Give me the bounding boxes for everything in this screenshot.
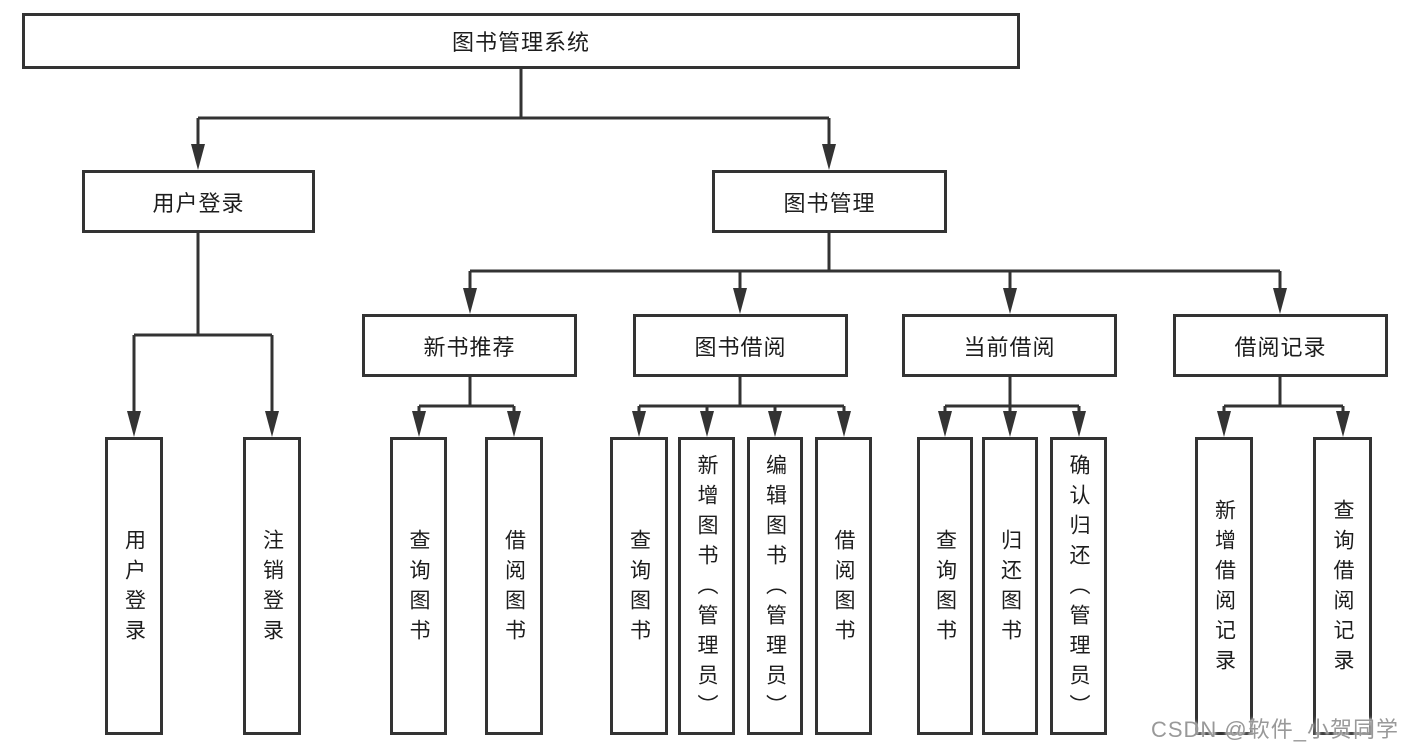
node-system-root: 图书管理系统 bbox=[22, 13, 1020, 69]
leaf-add-books-admin: 新增图书（管理员） bbox=[678, 437, 735, 735]
leaf-user-login: 用户登录 bbox=[105, 437, 163, 735]
node-new-book-recommend: 新书推荐 bbox=[362, 314, 577, 377]
leaf-logout: 注销登录 bbox=[243, 437, 301, 735]
leaf-query-borrow-record: 查询借阅记录 bbox=[1313, 437, 1372, 735]
leaf-borrow-books: 借阅图书 bbox=[485, 437, 543, 735]
arrowheads bbox=[127, 144, 1350, 437]
leaf-query-books: 查询图书 bbox=[390, 437, 447, 735]
node-book-borrowing: 图书借阅 bbox=[633, 314, 848, 377]
csdn-watermark: CSDN @软件_小贺同学 bbox=[1150, 717, 1399, 742]
leaf-confirm-return-admin: 确认归还（管理员） bbox=[1050, 437, 1107, 735]
leaf-query-books-3: 查询图书 bbox=[917, 437, 973, 735]
leaf-edit-books-admin: 编辑图书（管理员） bbox=[747, 437, 803, 735]
node-current-borrowing: 当前借阅 bbox=[902, 314, 1117, 377]
leaf-borrow-books-2: 借阅图书 bbox=[815, 437, 872, 735]
node-user-login: 用户登录 bbox=[82, 170, 315, 233]
leaf-query-books-2: 查询图书 bbox=[610, 437, 668, 735]
node-book-management: 图书管理 bbox=[712, 170, 947, 233]
leaf-add-borrow-record: 新增借阅记录 bbox=[1195, 437, 1253, 735]
leaf-return-books: 归还图书 bbox=[982, 437, 1038, 735]
node-borrowing-records: 借阅记录 bbox=[1173, 314, 1388, 377]
